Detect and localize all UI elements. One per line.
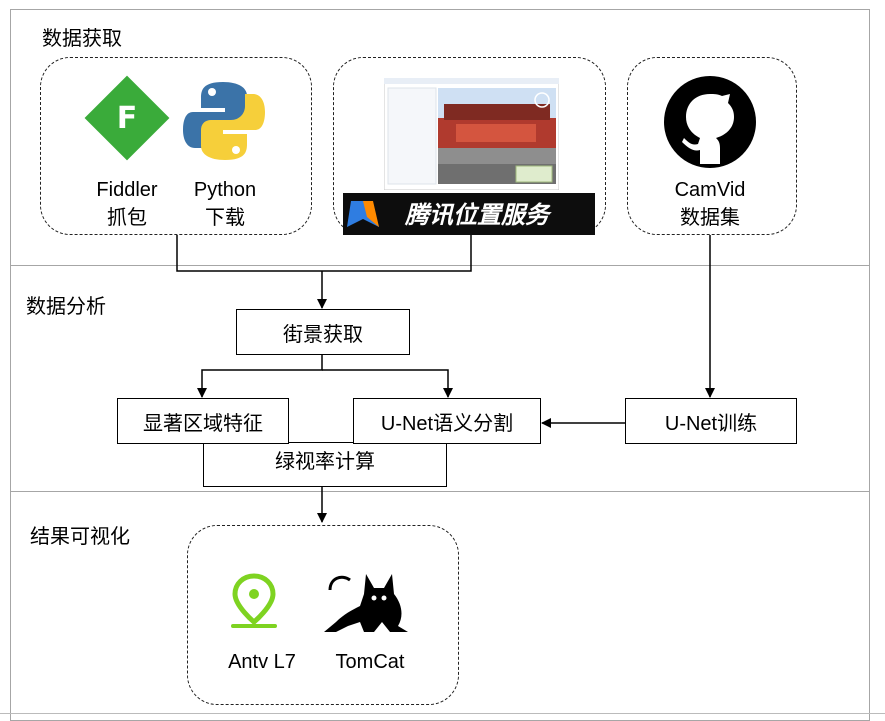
caption-python-line2: 下载 — [205, 207, 245, 229]
tomcat-icon — [324, 574, 408, 632]
section-title-visualize: 结果可视化 — [30, 524, 130, 548]
caption-fiddler: Fiddler 抓包 — [86, 176, 168, 232]
caption-fiddler-line2: 抓包 — [107, 207, 147, 229]
caption-antv: Antv L7 — [228, 651, 296, 673]
caption-python: Python 下载 — [184, 176, 266, 232]
box-street-view: 街景获取 — [236, 309, 410, 355]
box-saliency: 显著区域特征 — [117, 398, 289, 444]
github-icon — [664, 76, 756, 168]
group-visualize-tools — [187, 525, 459, 705]
connector-street-split — [197, 355, 323, 398]
box-unet-training: U-Net训练 — [625, 398, 797, 444]
python-icon — [183, 82, 265, 160]
connector-street-split-right — [322, 369, 453, 398]
fiddler-icon-letter: F — [117, 101, 138, 136]
street-view-screenshot — [384, 78, 559, 190]
caption-camvid: CamVid 数据集 — [662, 176, 758, 232]
caption-camvid-line1: CamVid — [674, 179, 746, 201]
fiddler-icon: F — [84, 75, 170, 161]
caption-fiddler-line1: Fiddler — [96, 179, 158, 201]
group-fiddler-python — [40, 57, 312, 235]
box-unet-segmentation: U-Net语义分割 — [353, 398, 541, 444]
bottom-rule — [0, 713, 885, 714]
location-pin-icon — [231, 573, 277, 628]
caption-tomcat: TomCat — [335, 651, 405, 673]
group-camvid — [627, 57, 797, 235]
caption-camvid-line2: 数据集 — [680, 207, 740, 229]
caption-python-line1: Python — [193, 179, 257, 201]
tencent-location-banner: 腾讯位置服务 — [343, 193, 595, 235]
box-green-view-calc: 绿视率计算 — [203, 442, 447, 487]
section-title-analyze: 数据分析 — [26, 294, 106, 318]
connector-acquire-merge — [176, 235, 472, 272]
section-title-acquire: 数据获取 — [42, 26, 122, 50]
tencent-banner-text: 腾讯位置服务 — [404, 201, 552, 229]
